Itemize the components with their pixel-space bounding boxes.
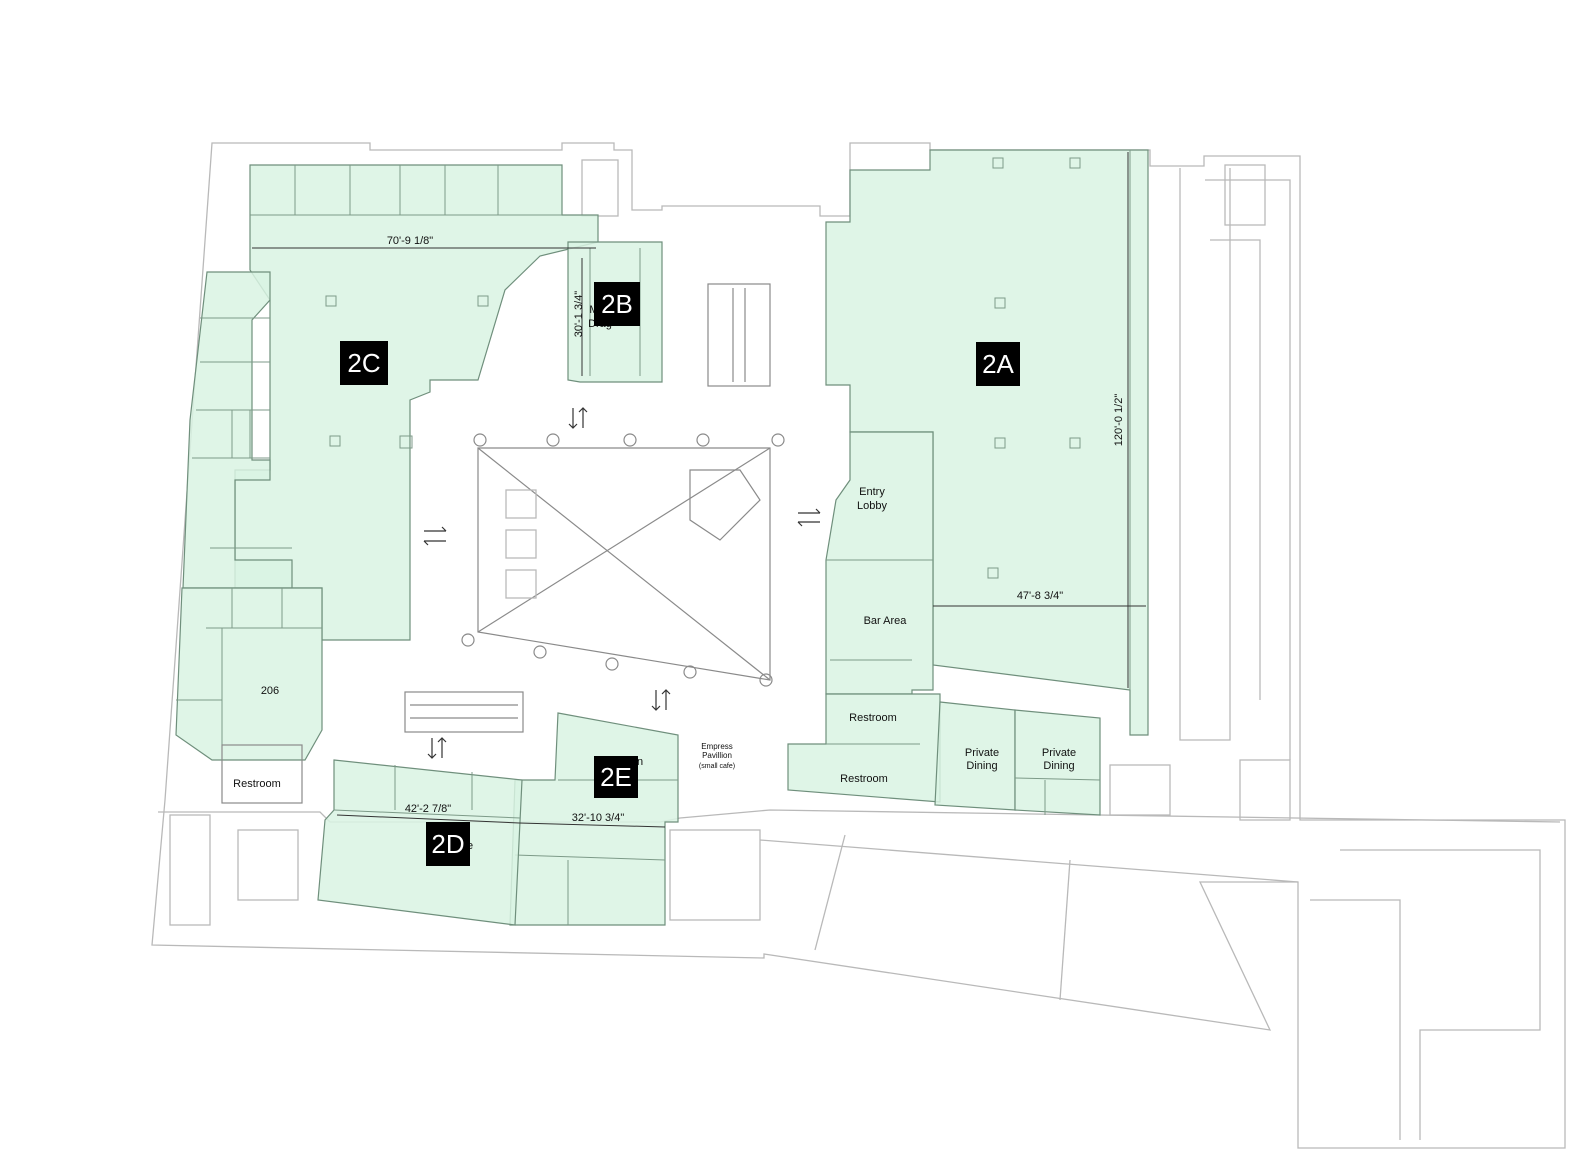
restroom-east-lower-label: Restroom <box>840 773 888 785</box>
dim-2a-height: 120'-0 1/2" <box>1113 394 1125 447</box>
dim-2d-width: 42'-2 7/8" <box>405 803 451 815</box>
zone-2c-badge[interactable]: 2C <box>340 341 388 385</box>
dim-2a-width: 47'-8 3/4" <box>1017 590 1063 602</box>
circulation-arrows <box>423 407 821 759</box>
empress-label-3: (small cafe) <box>699 763 735 770</box>
entry-lobby[interactable] <box>825 431 934 695</box>
dimension-lines <box>252 152 1146 828</box>
atrium <box>404 283 785 733</box>
empress-label-1: Empress <box>701 742 733 751</box>
zone-badges: 2C 2B 2A 2E 2D <box>340 282 1020 866</box>
empress-label-2: Pavillion <box>702 751 732 760</box>
room-2d[interactable] <box>317 759 523 926</box>
room-206-label: 206 <box>261 685 279 697</box>
entry-lobby-label-2: Lobby <box>857 500 887 512</box>
zone-2a-badge[interactable]: 2A <box>976 342 1020 386</box>
zone-2b-badge[interactable]: 2B <box>594 282 640 326</box>
private-dining-2-label-1: Private <box>1042 747 1076 759</box>
room-206[interactable] <box>175 587 323 761</box>
restroom-east-upper-label: Restroom <box>849 712 897 724</box>
dim-2e-width: 32'-10 3/4" <box>572 812 625 824</box>
restroom-west-label: Restroom <box>233 778 281 790</box>
arrow-up-down-icon <box>427 737 447 759</box>
dimension-labels: 70'-9 1/8" 30'-1 3/4" 120'-0 1/2" 47'-8 … <box>387 235 1125 824</box>
arrow-left-right-icon <box>423 526 447 546</box>
zone-2d-badge[interactable]: 2D <box>426 822 470 866</box>
private-dining-1-label-1: Private <box>965 747 999 759</box>
zone-2c-label: 2C <box>347 348 380 378</box>
arrow-left-right-icon <box>797 508 821 527</box>
room-2c[interactable] <box>234 164 599 641</box>
zone-2d-label: 2D <box>431 829 464 859</box>
bar-area-label: Bar Area <box>864 615 908 627</box>
green-rooms <box>175 149 1149 926</box>
room-labels: Entry Lobby Bar Area 206 Restroom Restro… <box>233 304 1076 852</box>
zone-2e-label: 2E <box>600 762 632 792</box>
columns <box>325 157 1081 579</box>
dim-2c-width: 70'-9 1/8" <box>387 235 433 247</box>
room-2a[interactable] <box>825 149 1149 736</box>
arrow-up-down-icon <box>568 407 588 429</box>
room-2e-partial-label: n <box>637 756 643 768</box>
private-dining-2[interactable] <box>1014 709 1101 816</box>
zone-2e-badge[interactable]: 2E <box>594 756 638 798</box>
entry-lobby-label-1: Entry <box>859 486 885 498</box>
private-dining-2-label-2: Dining <box>1043 760 1074 772</box>
zone-2b-label: 2B <box>601 289 633 319</box>
restroom-east[interactable] <box>787 693 941 803</box>
private-dining-1-label-2: Dining <box>966 760 997 772</box>
zone-2a-label: 2A <box>982 349 1014 379</box>
dim-2b-height: 30'-1 3/4" <box>573 291 585 337</box>
arrow-up-down-icon <box>651 689 671 711</box>
